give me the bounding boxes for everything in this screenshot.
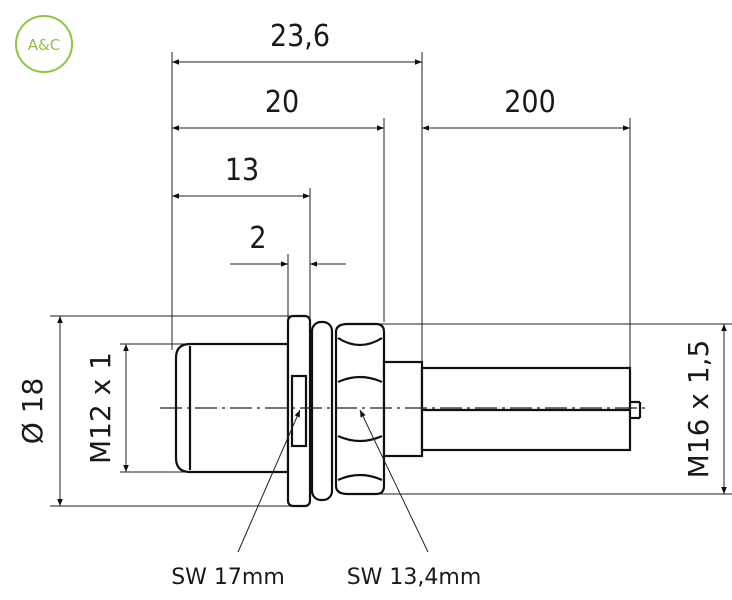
dim-cable-length: 200: [504, 85, 556, 120]
dim-rear-thread: M16 x 1,5: [682, 340, 715, 479]
callout-leaders: [237, 409, 429, 553]
dim-front-thread: M12 x 1: [84, 352, 117, 464]
dim-thread-length: 13: [225, 153, 259, 188]
dim-outer-diameter: Ø 18: [16, 378, 49, 445]
extension-lines: [50, 52, 732, 507]
dim-flange-width: 2: [249, 221, 266, 256]
dimension-lines: [57, 59, 727, 506]
dim-overall-length: 23,6: [270, 19, 330, 54]
ac-logo: A&C: [15, 15, 73, 73]
dim-body-length: 20: [265, 85, 299, 120]
callout-front-wrench: SW 17mm: [171, 565, 285, 590]
connector-body: [174, 314, 642, 508]
callout-rear-wrench: SW 13,4mm: [347, 565, 482, 590]
logo-text: A&C: [28, 36, 60, 54]
